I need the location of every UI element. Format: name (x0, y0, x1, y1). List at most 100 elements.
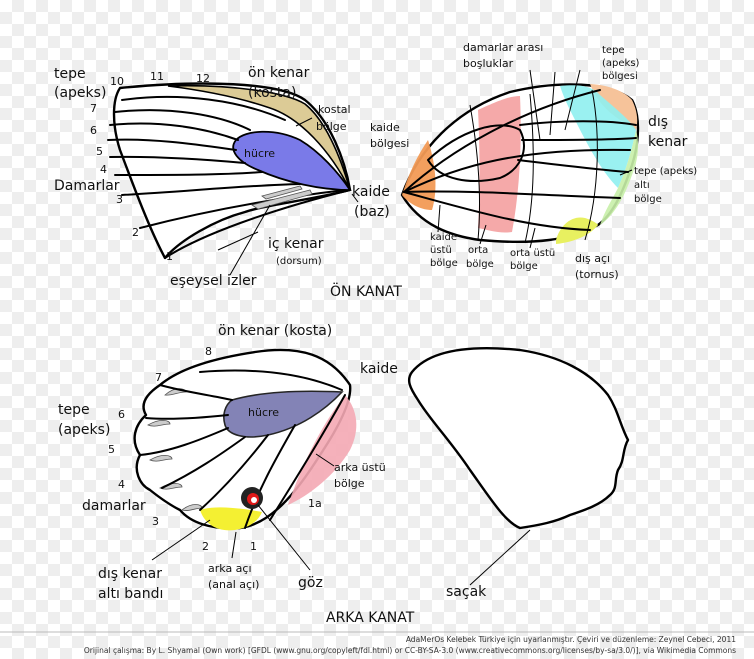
label-hind-tepe: tepe (58, 402, 90, 418)
vein-number-5: 5 (96, 145, 103, 158)
vein-10 (121, 95, 286, 121)
hind-vein-1 (269, 394, 346, 521)
label-alti-bandi: altı bandı (98, 586, 163, 602)
leader-orta-ustu (529, 227, 536, 249)
vein-number-11: 11 (150, 70, 164, 83)
forewing-anatomy: tepe (apeks) 10 11 12 7 6 5 4 3 2 1 ön k… (54, 65, 390, 289)
vein-7 (109, 122, 239, 141)
vein-5 (109, 155, 246, 164)
label-kaide: kaide (352, 184, 390, 200)
label-goz: göz (298, 575, 323, 591)
vein-number-7: 7 (90, 102, 97, 115)
leader-arka-aci (231, 531, 237, 559)
label-arka-ustu: arka üstü (334, 461, 386, 474)
zone-vein-g (517, 159, 629, 173)
zone-vein-a (403, 89, 601, 193)
label-tepe: tepe (54, 66, 86, 82)
lunule-2 (147, 419, 171, 427)
vein-4 (114, 171, 263, 176)
label-orta-2: bölge (466, 259, 494, 270)
zone-vein-b (403, 148, 631, 193)
vein-number-1: 1 (166, 250, 173, 263)
label-kaide-ustu-1: kaide (430, 232, 457, 243)
label-sacak: saçak (446, 584, 487, 600)
hind-vein-8 (199, 369, 343, 391)
hind-number-2: 2 (202, 540, 209, 553)
hind-number-8: 8 (205, 345, 212, 358)
hind-vein-5 (139, 427, 229, 456)
label-esesel-izler: eşeysel izler (170, 273, 257, 289)
hindwing-abdominal-zone (288, 395, 357, 505)
hind-number-1: 1 (250, 540, 257, 553)
androconial-marks (251, 185, 313, 210)
leader-ic-kenar (217, 231, 259, 251)
label-hind-apeks: (apeks) (58, 422, 110, 438)
forewing-zones: damarlar arası boşluklar tepe (apeks) bö… (370, 41, 697, 281)
lunule-3 (149, 454, 173, 462)
hind-number-3: 3 (152, 515, 159, 528)
label-damarlar: Damarlar (54, 178, 120, 194)
hind-vein-3 (199, 434, 269, 511)
label-orta-ustu-1: orta üstü (510, 248, 555, 259)
label-hucre: hücre (244, 147, 275, 160)
leader-damarlar-arasi (529, 69, 541, 141)
label-on-kenar: ön kenar (248, 65, 310, 81)
vein-6 (107, 138, 237, 151)
hind-vein-7 (159, 384, 233, 401)
leader-orta (479, 224, 487, 245)
leader-costal (295, 117, 313, 127)
title-on-kanat: ÖN KANAT (330, 282, 402, 300)
hind-number-6: 6 (118, 408, 125, 421)
leader-kaide-ustu (437, 204, 441, 233)
vein-number-3: 3 (116, 193, 123, 206)
vein-number-4: 4 (100, 163, 107, 176)
hind-number-5: 5 (108, 443, 115, 456)
hind-vein-2 (244, 424, 296, 529)
hindwing-anatomy: ön kenar (kosta) kaide 8 7 6 5 4 3 2 1 1… (58, 323, 398, 602)
label-hind-kaide: kaide (360, 361, 398, 377)
hindwing-fringe-outline (407, 347, 630, 530)
leader-kaide (351, 193, 359, 203)
hind-number-4: 4 (118, 478, 125, 491)
label-kenar: kenar (648, 134, 688, 150)
hindwing-fringe: saçak (407, 347, 630, 600)
vein-9 (114, 109, 251, 131)
leader-dis-kenar (151, 519, 211, 561)
label-kaide-right: kaide (370, 121, 400, 134)
hind-number-7: 7 (155, 371, 162, 384)
tornus-zone (556, 217, 598, 244)
label-damarlar-arasi: damarlar arası (463, 41, 543, 54)
zone-boundary-2 (524, 93, 534, 244)
leader-esesel (229, 204, 271, 276)
hind-vein-4 (161, 436, 246, 489)
vein-2 (139, 189, 346, 229)
label-kaide-ustu-3: bölge (430, 258, 458, 269)
zone-vein-d (403, 191, 591, 231)
label-anal-aci: (anal açı) (208, 578, 259, 591)
label-kosta: (kosta) (248, 85, 296, 101)
hindwing-cell (223, 390, 344, 438)
label-baz: (baz) (354, 204, 390, 220)
vein-number-6: 6 (90, 124, 97, 137)
label-arka-aci: arka açı (208, 562, 252, 575)
label-orta-1: orta (468, 245, 488, 256)
vein-number-2: 2 (132, 226, 139, 239)
vein-3 (121, 183, 301, 196)
label-orta-ustu-2: bölge (510, 261, 538, 272)
label-ic-kenar: iç kenar (268, 236, 324, 252)
zone-vein-c (403, 190, 621, 199)
label-kostal-bolge: bölge (316, 120, 347, 133)
footer-credit-line2: Orijinal çalışma: By L. Shyamal (Own wor… (84, 646, 736, 655)
leader-arka-ustu (315, 453, 335, 467)
zone-vein-e (519, 120, 637, 126)
label-alti: altı (634, 180, 650, 191)
label-dis-kenar: dış kenar (98, 566, 162, 582)
zone-vein-f (521, 137, 637, 141)
leader-goz (257, 504, 311, 571)
post-basal-zone (478, 96, 521, 233)
label-kaide-bolgesi: bölgesi (370, 137, 409, 150)
title-arka-kanat: ARKA KANAT (326, 610, 415, 626)
vein-number-10: 10 (110, 75, 124, 88)
label-hind-on-kenar: ön kenar (kosta) (218, 323, 332, 339)
